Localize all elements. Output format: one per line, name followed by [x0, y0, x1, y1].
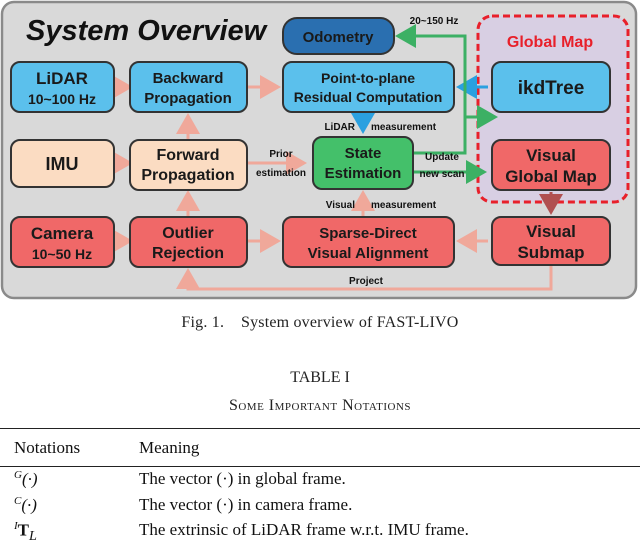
lidar-measurement-label-1: LiDAR [324, 122, 355, 133]
system-overview-diagram: System Overview Global Map [0, 0, 638, 300]
new-scan-label: new scan [419, 169, 464, 180]
node-camera-label-1: Camera [31, 224, 94, 243]
node-p2p [282, 61, 455, 113]
header-notations: Notations [0, 428, 139, 467]
table-row: C(·) The vector (·) in camera frame. [0, 493, 640, 519]
node-ikdtree-label: ikdTree [518, 78, 585, 99]
node-sparse-label-1: Sparse-Direct [319, 225, 417, 242]
node-imu [10, 139, 115, 188]
nodes [10, 17, 611, 268]
node-lidar-label-1: LiDAR [36, 69, 88, 88]
node-vsub [491, 216, 611, 266]
node-p2p-label-1: Point-to-plane [321, 70, 415, 86]
node-state-label-1: State [345, 145, 382, 162]
rate-label: 20~150 Hz [410, 16, 459, 27]
prior-label: Prior [269, 149, 292, 160]
node-forward [129, 139, 248, 191]
table-row: ITL The extrinsic of LiDAR frame w.r.t. … [0, 518, 640, 548]
node-lidar [10, 61, 115, 113]
node-odometry-label: Odometry [303, 29, 375, 46]
edge-state-odometry [395, 24, 467, 155]
node-camera [10, 216, 115, 268]
table-row: G(·) The vector (·) in global frame. [0, 467, 640, 493]
node-outlier-label-2: Rejection [152, 245, 224, 262]
node-odometry [282, 17, 395, 55]
node-backward-label-2: Propagation [144, 90, 232, 107]
node-vgm-label-1: Visual [526, 146, 576, 165]
notation-meaning: The extrinsic of LiDAR frame w.r.t. IMU … [139, 520, 469, 540]
visual-measurement-label-2: measurement [371, 200, 437, 211]
notation-symbol: G(·) [14, 469, 38, 489]
node-vsub-label-2: Submap [517, 243, 584, 262]
node-forward-label-1: Forward [156, 147, 219, 164]
notation-table: Notations Meaning G(·) The vector (·) in… [0, 428, 640, 548]
node-outlier-label-1: Outlier [162, 225, 214, 242]
header-meaning: Meaning [139, 428, 640, 467]
notation-symbol: ITL [14, 520, 37, 545]
estimation-label: estimation [256, 168, 306, 179]
node-vgm-label-2: Global Map [505, 167, 597, 186]
global-map-title: Global Map [507, 34, 593, 51]
figure-caption: Fig. 1. System overview of FAST-LIVO [181, 314, 459, 331]
node-outlier [129, 216, 248, 268]
node-p2p-label-2: Residual Computation [294, 89, 443, 105]
node-camera-label-2: 10~50 Hz [32, 246, 92, 262]
node-lidar-label-2: 10~100 Hz [28, 91, 96, 107]
diagram-title: System Overview [26, 15, 269, 47]
table-title: Some Important Notations [228, 397, 412, 414]
project-label: Project [349, 276, 384, 287]
node-forward-label-2: Propagation [141, 167, 234, 184]
edge-vsub-outlier-project [176, 265, 553, 291]
table-number: TABLE I [290, 369, 350, 386]
node-backward-label-1: Backward [153, 70, 224, 87]
edge-labels: 20~150 Hz LiDAR measurement Prior estima… [256, 16, 465, 287]
update-label: Update [425, 152, 459, 163]
node-sparse [282, 216, 455, 268]
node-labels: LiDAR 10~100 Hz IMU Camera 10~50 Hz Back… [28, 29, 597, 262]
node-sparse-label-2: Visual Alignment [308, 245, 429, 262]
notation-meaning: The vector (·) in global frame. [139, 469, 346, 488]
node-ikdtree [491, 61, 611, 113]
node-state [312, 136, 414, 190]
node-imu-label: IMU [46, 154, 79, 174]
visual-measurement-label-1: Visual [326, 200, 355, 211]
lidar-measurement-label-2: measurement [371, 122, 437, 133]
node-state-label-2: Estimation [325, 165, 402, 182]
notation-meaning: The vector (·) in camera frame. [139, 494, 353, 514]
notation-symbol: C(·) [14, 494, 37, 515]
table-header-row: Notations Meaning [0, 428, 640, 467]
node-vsub-label-1: Visual [526, 222, 576, 241]
edges [112, 24, 563, 291]
node-backward [129, 61, 248, 113]
node-vgm [491, 139, 611, 191]
